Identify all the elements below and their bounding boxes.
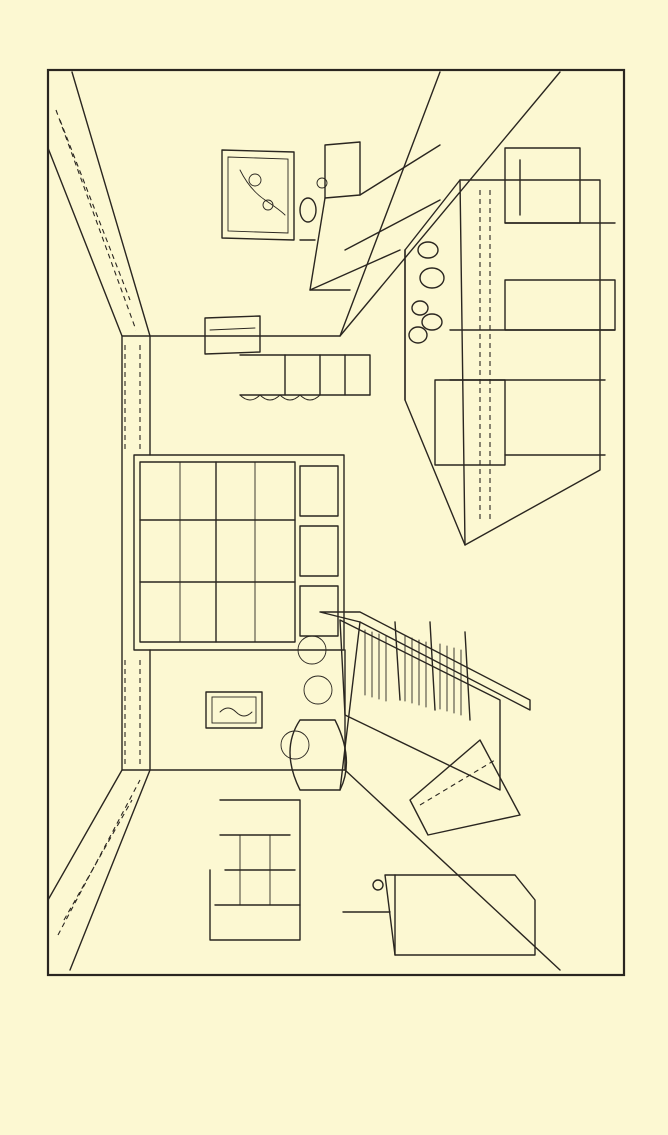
dining-chairs xyxy=(434,147,616,466)
floor-rug xyxy=(409,739,521,836)
flower-stand xyxy=(239,354,371,401)
window xyxy=(133,454,345,651)
wall-picture-large xyxy=(221,149,295,241)
side-table-with-lamp xyxy=(299,177,328,241)
ceiling-beams xyxy=(47,71,151,971)
armchair-and-plants xyxy=(280,635,348,791)
dining-table xyxy=(404,179,601,546)
corner-cabinet xyxy=(309,141,441,291)
low-cabinet xyxy=(342,874,536,956)
tableware xyxy=(408,241,445,344)
dresser-plate-rack xyxy=(319,611,531,791)
staircase xyxy=(209,799,301,941)
illustration-frame xyxy=(46,68,626,977)
back-wall xyxy=(149,71,561,971)
wall-shelf xyxy=(204,315,261,355)
wall-picture-small xyxy=(205,691,263,729)
